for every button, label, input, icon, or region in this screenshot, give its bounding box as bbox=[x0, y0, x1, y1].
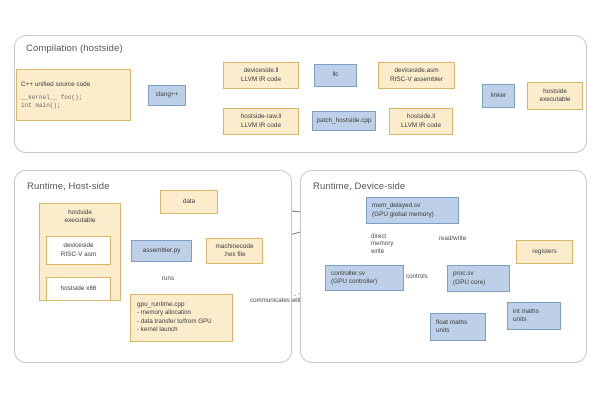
hostside-ll-line1: hostside.ll bbox=[406, 113, 436, 121]
deviceside-ll-line2: LLVM IR code bbox=[240, 75, 282, 83]
node-deviceside-ll: deviceside.ll LLVM IR code bbox=[223, 62, 299, 89]
node-hostside-executable-compile: hostside executable bbox=[527, 82, 583, 110]
hostside-exec-runtime-line1: hostside bbox=[68, 209, 92, 216]
node-hostside-ll: hostside.ll LLVM IR code bbox=[389, 108, 453, 135]
proc-line2: (GPU core) bbox=[453, 278, 486, 286]
deviceside-ll-line1: deviceside.ll bbox=[243, 67, 279, 75]
mem-delayed-line2: (GPU global memory) bbox=[372, 210, 434, 218]
gpu-runtime-bullet-2: - kernel launch bbox=[137, 326, 178, 334]
deviceside-asm-line2: RISC-V assembler bbox=[390, 75, 443, 83]
gpu-runtime-title: gpu_runtime.cpp bbox=[137, 301, 185, 309]
node-registers: registers bbox=[516, 240, 573, 264]
label-read-write: read/write bbox=[439, 235, 467, 242]
hostside-exec-runtime-line2: executable bbox=[64, 217, 96, 225]
registers-label: registers bbox=[532, 247, 557, 255]
gpu-runtime-bullet-0: - memory allocation bbox=[137, 309, 191, 317]
node-data: data bbox=[160, 190, 218, 214]
clang-label: clang++ bbox=[155, 91, 179, 99]
machinecode-line2: .hex file bbox=[223, 251, 246, 258]
int-maths-line2: units bbox=[513, 316, 527, 323]
cpp-source-code-2: int main(); bbox=[21, 101, 61, 109]
group-compilation-title: Compilation (hostside) bbox=[26, 43, 123, 54]
int-maths-line1: int maths bbox=[513, 307, 539, 315]
llc-label: llc bbox=[332, 71, 339, 79]
cpp-source-code-1: __kernel__ foo(); bbox=[21, 93, 83, 101]
node-clang: clang++ bbox=[148, 85, 186, 106]
node-llc: llc bbox=[314, 64, 357, 87]
hostside-raw-ll-line2: LLVM IR code bbox=[240, 121, 282, 129]
label-controls: controls bbox=[406, 273, 428, 280]
controller-line2: (GPU controller) bbox=[331, 278, 378, 285]
label-direct-memory-write: direct memory write bbox=[371, 233, 394, 255]
deviceside-asm-line1: deviceside.asm bbox=[394, 67, 439, 75]
hostside-x86-label: hostside x86 bbox=[60, 284, 97, 292]
gpu-runtime-bullet-1: - data transfer to/from GPU bbox=[137, 317, 212, 325]
label-runs: runs bbox=[162, 275, 175, 282]
cpp-source-title: C++ unified source code bbox=[21, 80, 91, 88]
hostside-exec-compile-line2: executable bbox=[539, 96, 571, 103]
node-patch-hostside: patch_hostside.cpp bbox=[312, 111, 376, 131]
mem-delayed-line1: mem_delayed.sv bbox=[372, 202, 421, 210]
node-gpu-runtime: gpu_runtime.cpp - memory allocation - da… bbox=[130, 294, 233, 342]
proc-line1: proc.sv bbox=[453, 270, 474, 278]
patch-hostside-label: patch_hostside.cpp bbox=[316, 116, 372, 124]
node-deviceside-riscv-asm: deviceside RISC-V asm bbox=[46, 236, 111, 265]
assembler-label: assembler.py bbox=[142, 246, 181, 254]
float-maths-line1: float maths bbox=[436, 318, 468, 326]
node-deviceside-asm: deviceside.asm RISC-V assembler bbox=[378, 62, 455, 89]
machinecode-line1: machinecode bbox=[215, 242, 254, 250]
node-mem-delayed: mem_delayed.sv (GPU global memory) bbox=[366, 197, 459, 224]
data-label: data bbox=[182, 197, 196, 205]
node-cpp-source: C++ unified source code __kernel__ foo()… bbox=[16, 69, 131, 121]
node-linker: linker bbox=[482, 84, 515, 108]
node-float-maths-units: float maths units bbox=[430, 313, 486, 341]
node-hostside-raw-ll: hostside-raw.ll LLVM IR code bbox=[223, 108, 299, 135]
controller-line1: controller.sv bbox=[331, 269, 366, 277]
deviceside-riscv-asm-line1: deviceside bbox=[63, 242, 94, 250]
node-proc: proc.sv (GPU core) bbox=[447, 265, 510, 292]
deviceside-riscv-asm-line2: RISC-V asm bbox=[60, 250, 97, 258]
group-runtime-device-title: Runtime, Device-side bbox=[313, 181, 406, 192]
hostside-ll-line2: LLVM IR code bbox=[400, 121, 442, 129]
node-hostside-x86: hostside x86 bbox=[46, 277, 111, 301]
node-controller: controller.sv (GPU controller) bbox=[325, 265, 404, 291]
label-communicates-with: communicates with bbox=[250, 297, 303, 304]
node-assembler: assembler.py bbox=[131, 240, 192, 262]
hostside-exec-compile-line1: hostside bbox=[543, 87, 567, 95]
node-int-maths-units: int maths units bbox=[507, 302, 561, 330]
node-machinecode: machinecode .hex file bbox=[206, 238, 263, 264]
linker-label: linker bbox=[490, 91, 507, 99]
float-maths-line2: units bbox=[436, 327, 450, 334]
hostside-raw-ll-line1: hostside-raw.ll bbox=[240, 113, 282, 121]
group-runtime-host-title: Runtime, Host-side bbox=[27, 181, 110, 192]
